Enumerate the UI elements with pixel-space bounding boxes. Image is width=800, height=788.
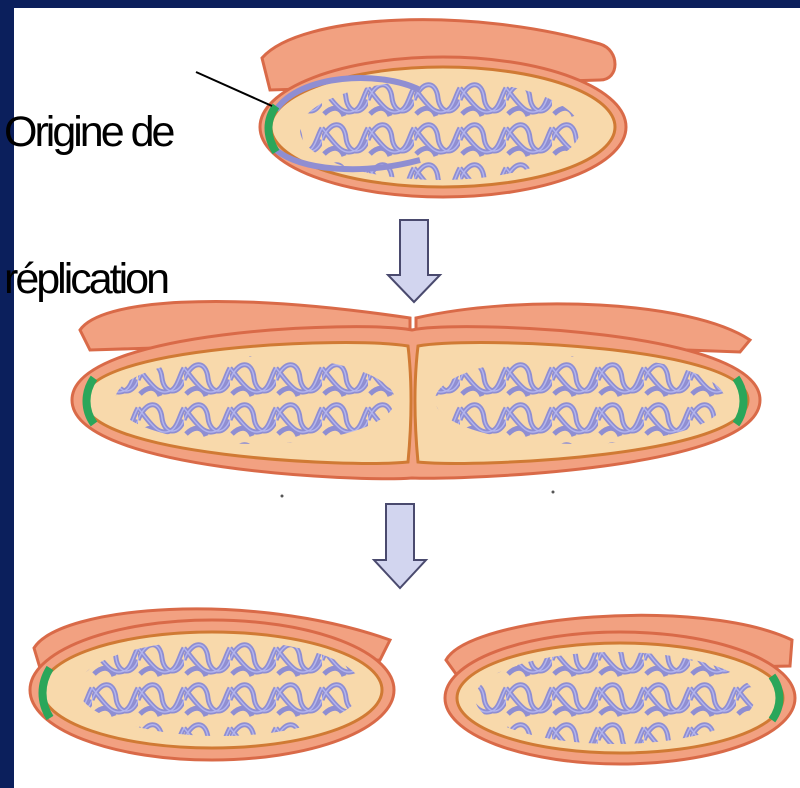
replication-origin-label: Origine de réplication [4,10,172,402]
dividing-cell [72,301,760,478]
chromosome [300,80,580,180]
arrow-down-1 [388,220,440,302]
chromosome-right [435,356,725,444]
daughter-right-chromosome [475,652,755,744]
speck-1 [281,495,284,498]
daughter-cell-right [445,615,795,764]
speck-2 [552,491,555,494]
daughter-cell-left [30,609,394,760]
daughter-left-chromosome [78,640,362,736]
parent-cell [260,20,626,197]
label-line-1: Origine de [4,108,172,157]
arrow-down-2 [374,504,426,588]
label-pointer-line [196,72,272,106]
label-line-2: réplication [4,255,172,304]
